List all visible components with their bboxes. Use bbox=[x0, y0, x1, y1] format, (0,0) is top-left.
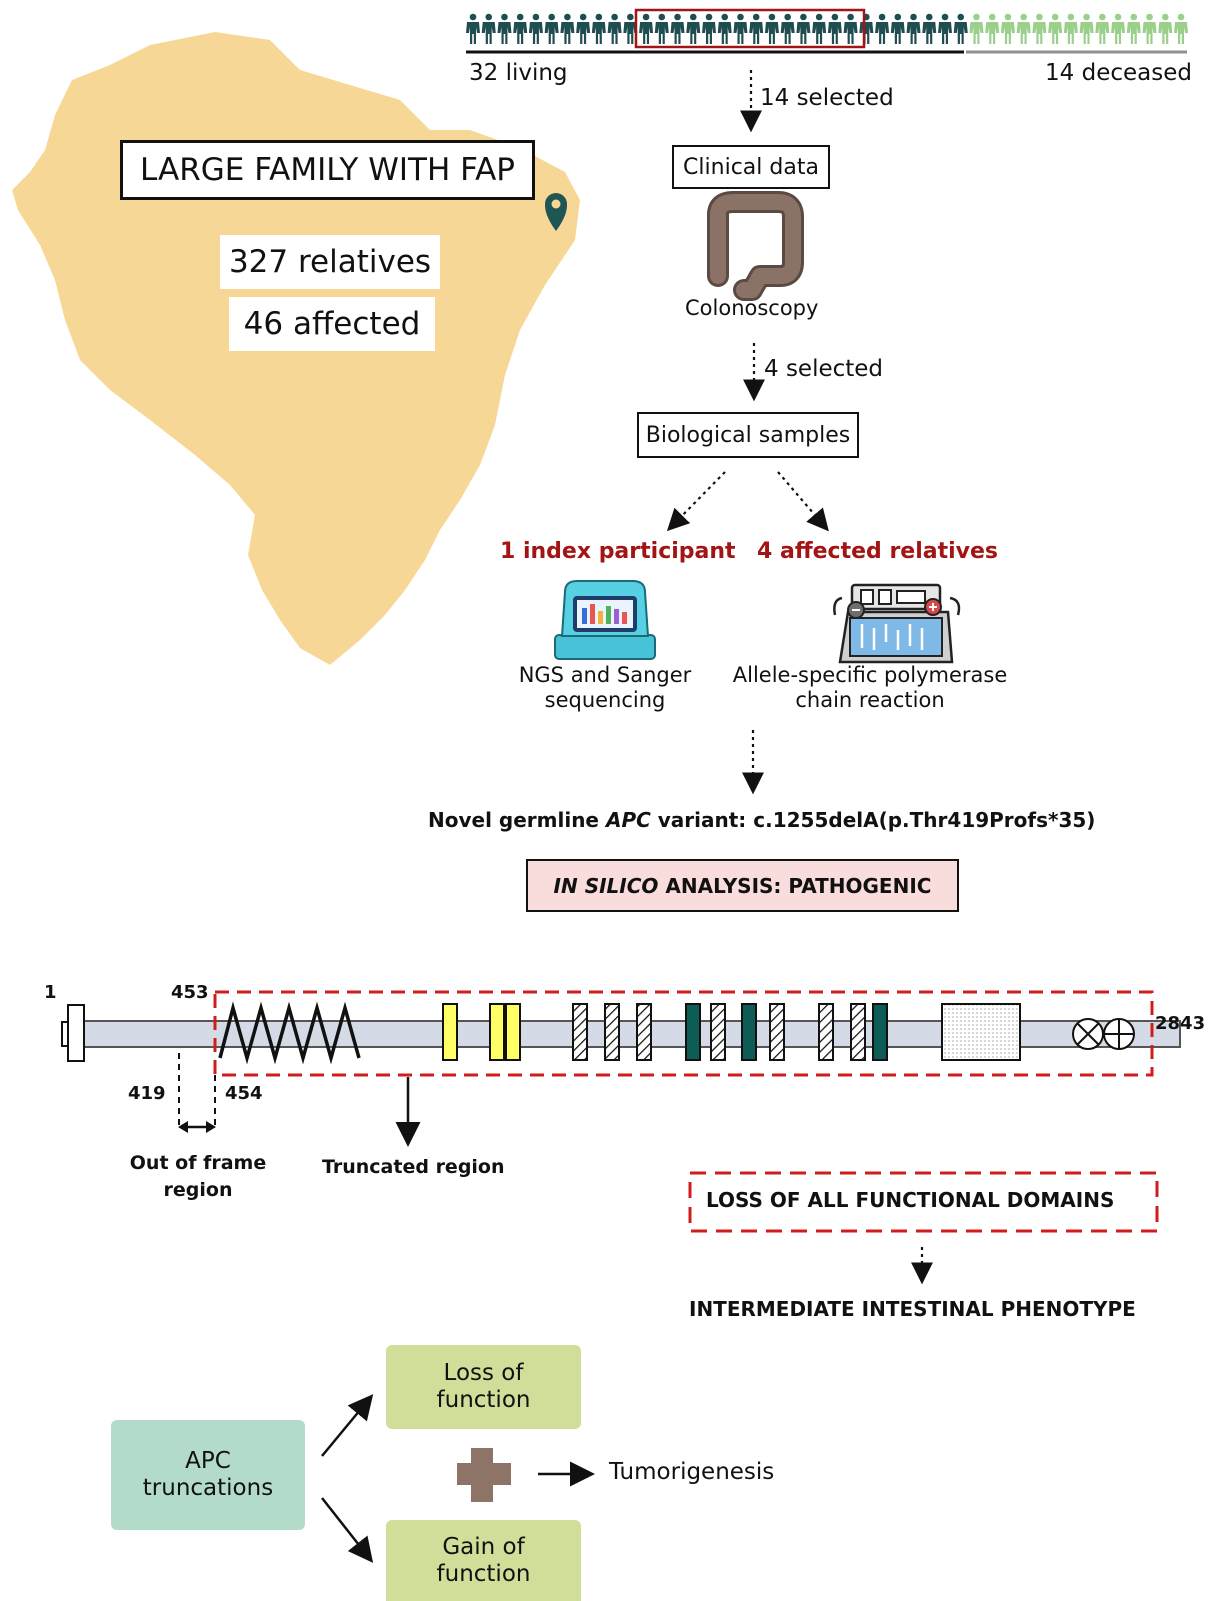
selected-14-label: 14 selected bbox=[760, 85, 894, 111]
deceased-person-icon bbox=[1032, 13, 1047, 44]
living-person-icon bbox=[654, 13, 669, 44]
living-person-icon bbox=[544, 13, 559, 44]
out-of-frame-double-arrow bbox=[178, 1121, 216, 1133]
position-454-label: 454 bbox=[225, 1083, 263, 1104]
mechanism-arrows bbox=[321, 1394, 595, 1563]
deceased-person-icon bbox=[1000, 13, 1015, 44]
family-title: LARGE FAMILY WITH FAP bbox=[140, 152, 515, 188]
living-person-icon bbox=[875, 13, 890, 44]
electrophoresis-icon bbox=[833, 583, 961, 664]
deceased-person-icon bbox=[1111, 13, 1126, 44]
position-419-label: 419 bbox=[128, 1083, 166, 1104]
deceased-person-icon bbox=[1016, 13, 1031, 44]
position-1-label: 1 bbox=[44, 982, 57, 1003]
clinical-data-box: Clinical data bbox=[672, 145, 830, 189]
deceased-person-icon bbox=[1048, 13, 1063, 44]
pedigree-people-row bbox=[466, 13, 1188, 44]
deceased-label: 14 deceased bbox=[1045, 60, 1192, 86]
living-person-icon bbox=[591, 13, 606, 44]
deceased-person-icon bbox=[1095, 13, 1110, 44]
living-person-icon bbox=[890, 13, 905, 44]
plus-icon bbox=[457, 1448, 511, 1502]
living-person-icon bbox=[796, 13, 811, 44]
in-silico-box: IN SILICO ANALYSIS: PATHOGENIC bbox=[526, 859, 959, 912]
living-person-icon bbox=[764, 13, 779, 44]
index-participant-label: 1 index participant bbox=[500, 539, 736, 564]
family-title-box: LARGE FAMILY WITH FAP bbox=[120, 140, 535, 200]
biological-samples-box: Biological samples bbox=[637, 412, 859, 458]
apc-truncations-box: APC truncations bbox=[111, 1420, 305, 1530]
location-pin-icon bbox=[545, 193, 567, 231]
deceased-person-icon bbox=[1142, 13, 1157, 44]
deceased-person-icon bbox=[1126, 13, 1141, 44]
ngs-label: NGS and Sanger sequencing bbox=[518, 663, 692, 712]
gain-of-function-box: Gain of function bbox=[386, 1520, 581, 1601]
phenotype-label: INTERMEDIATE INTESTINAL PHENOTYPE bbox=[689, 1297, 1136, 1321]
apc-protein-schematic bbox=[61, 1001, 1181, 1065]
living-person-icon bbox=[827, 13, 842, 44]
living-person-icon bbox=[702, 13, 716, 44]
relatives-label: 327 relatives bbox=[220, 235, 440, 289]
living-person-icon bbox=[466, 13, 480, 44]
living-person-icon bbox=[623, 13, 638, 44]
living-person-icon bbox=[639, 13, 654, 44]
loss-of-function-box: Loss of function bbox=[386, 1345, 581, 1429]
living-person-icon bbox=[812, 13, 827, 44]
deceased-person-icon bbox=[985, 13, 1000, 44]
tumorigenesis-label: Tumorigenesis bbox=[609, 1459, 775, 1485]
living-label: 32 living bbox=[469, 60, 568, 86]
living-person-icon bbox=[938, 13, 952, 44]
out-of-frame-label: Out of frame region bbox=[129, 1152, 267, 1201]
workflow-arrows bbox=[666, 70, 933, 1285]
sequencer-icon bbox=[554, 580, 656, 660]
living-person-icon bbox=[576, 13, 591, 44]
deceased-person-icon bbox=[1174, 13, 1188, 44]
living-person-icon bbox=[843, 13, 858, 44]
living-person-icon bbox=[859, 13, 874, 44]
affected-label: 46 affected bbox=[229, 297, 435, 351]
colonoscopy-label: Colonoscopy bbox=[685, 296, 819, 320]
living-person-icon bbox=[906, 13, 921, 44]
frame-markers bbox=[178, 1053, 216, 1127]
selected-4-label: 4 selected bbox=[764, 356, 884, 382]
selected-highlight-box bbox=[634, 8, 866, 49]
living-person-icon bbox=[780, 13, 795, 44]
living-person-icon bbox=[481, 13, 496, 44]
living-person-icon bbox=[953, 13, 968, 44]
living-person-icon bbox=[528, 13, 543, 44]
loss-domains-outline bbox=[688, 1171, 1159, 1233]
variant-label: Novel germline APC variant: c.1255delA(p… bbox=[428, 808, 1096, 832]
living-person-icon bbox=[749, 13, 764, 44]
living-person-icon bbox=[513, 13, 528, 44]
colon-icon bbox=[707, 191, 804, 301]
living-person-icon bbox=[560, 13, 575, 44]
pcr-label: Allele-specific polymerase chain reactio… bbox=[732, 663, 1008, 712]
living-person-icon bbox=[497, 13, 512, 44]
living-person-icon bbox=[733, 13, 748, 44]
living-person-icon bbox=[670, 13, 685, 44]
deceased-person-icon bbox=[969, 13, 984, 44]
position-2843-label: 2843 bbox=[1155, 1013, 1206, 1034]
living-person-icon bbox=[607, 13, 622, 44]
deceased-person-icon bbox=[1158, 13, 1173, 44]
living-person-icon bbox=[922, 13, 937, 44]
loss-domains-label: LOSS OF ALL FUNCTIONAL DOMAINS bbox=[706, 1188, 1115, 1212]
truncated-region-outline bbox=[213, 990, 1154, 1077]
position-453-label: 453 bbox=[171, 982, 209, 1003]
living-person-icon bbox=[717, 13, 732, 44]
living-person-icon bbox=[686, 13, 701, 44]
deceased-person-icon bbox=[1079, 13, 1094, 44]
deceased-person-icon bbox=[1063, 13, 1078, 44]
truncated-region-label: Truncated region bbox=[322, 1156, 505, 1178]
affected-relatives-label: 4 affected relatives bbox=[757, 539, 999, 564]
